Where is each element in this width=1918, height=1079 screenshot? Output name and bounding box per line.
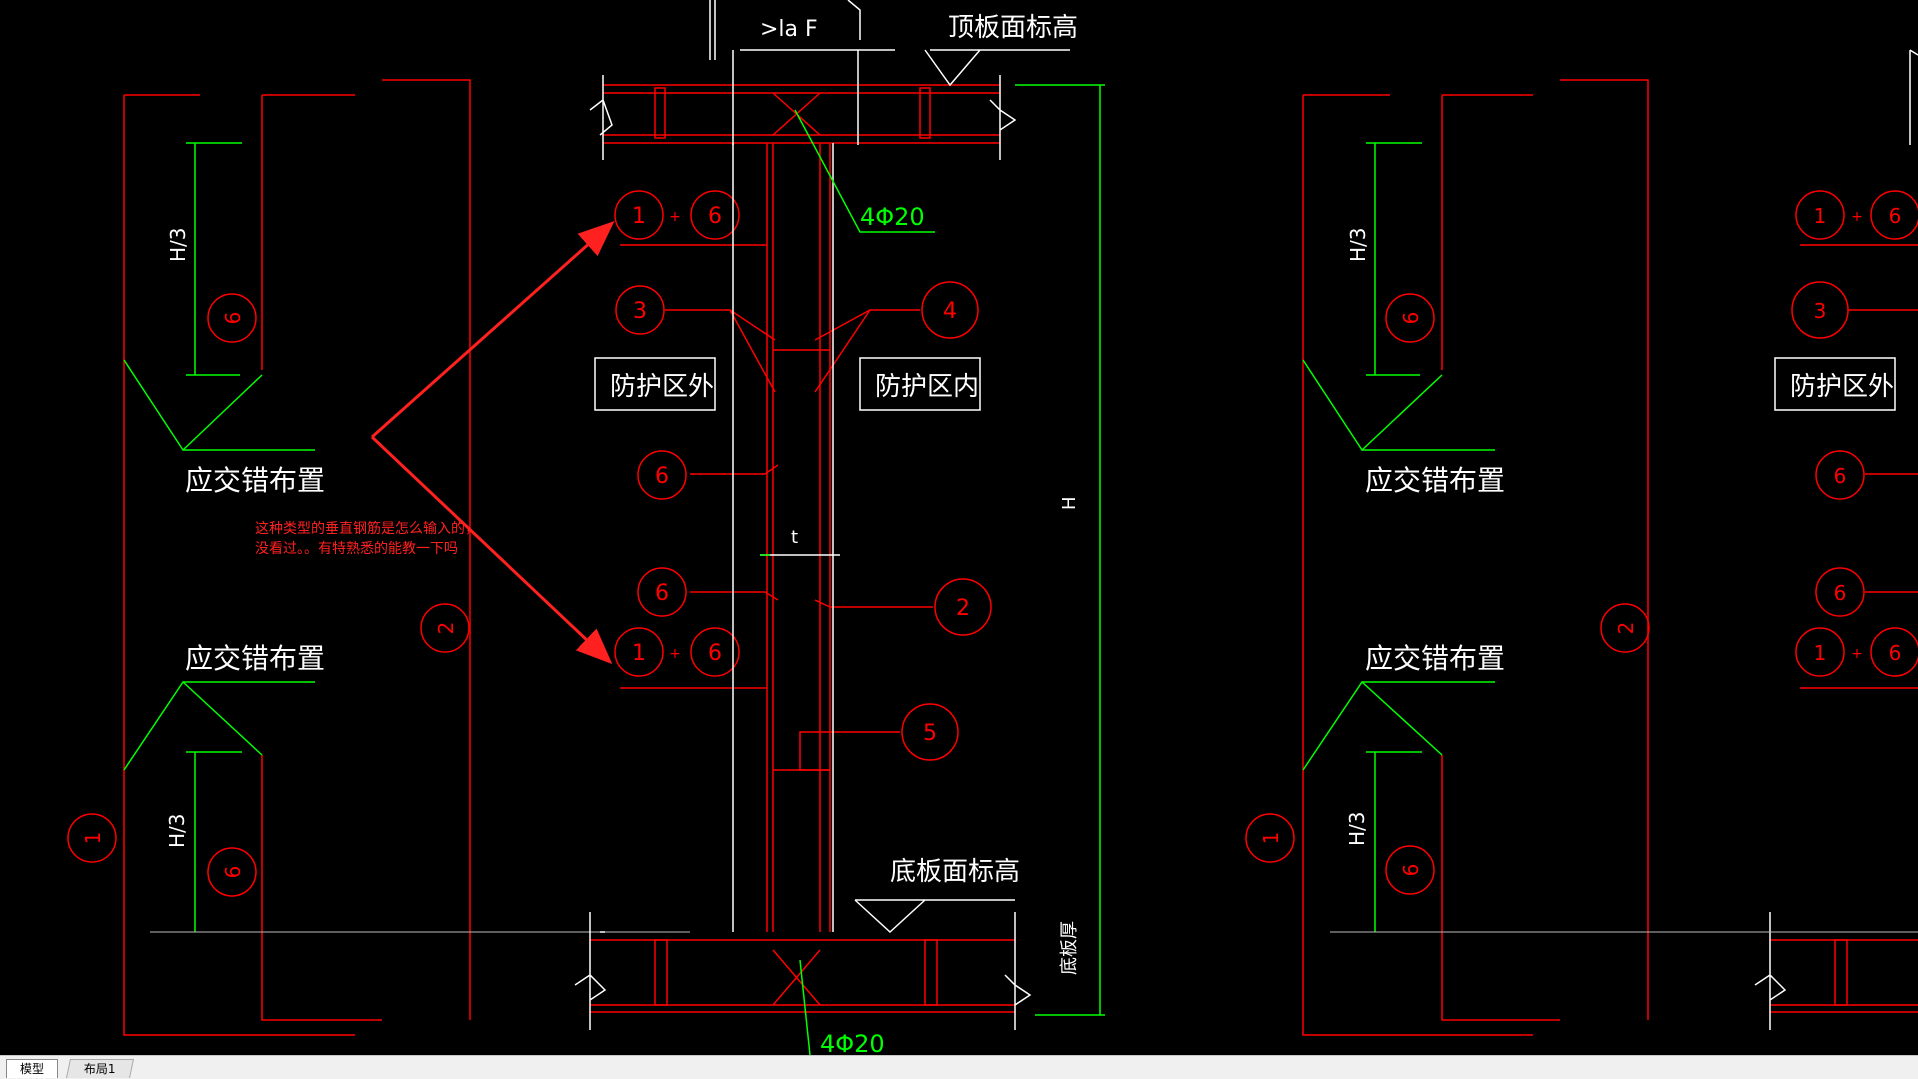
center-green-lines	[760, 84, 1105, 1055]
circle-3: 3	[633, 299, 647, 324]
outside-label: 防护区外	[610, 372, 714, 402]
right-wall-circle-6-mid: 6	[1834, 464, 1847, 488]
question-line-2: 没看过。。有特熟悉的能教一下吗	[255, 541, 458, 557]
left-section-detail	[67, 79, 471, 1036]
left-circle-6-bottom: 6	[221, 866, 245, 879]
inside-box	[859, 357, 981, 411]
left-circle-2: 2	[434, 622, 458, 635]
right-section-detail	[1245, 79, 1918, 1036]
question-annotation: 这种类型的垂直钢筋是怎么输入的， 没看过。。有特熟悉的能教一下吗	[255, 520, 479, 557]
rebar-bottom-label: 4Φ20	[820, 1030, 885, 1055]
tab-model[interactable]: 模型	[6, 1059, 58, 1078]
anchor-length-label: >la F	[760, 17, 818, 42]
center-wall-detail	[590, 84, 1015, 1013]
right-circle-1: 1	[1259, 832, 1283, 845]
right-circle-2: 2	[1614, 622, 1638, 635]
left-stagger-label-bottom: 应交错布置	[185, 642, 325, 675]
plus-bottom: +	[669, 646, 681, 662]
left-circle-6-top: 6	[221, 312, 245, 325]
right-section-green	[1302, 142, 1495, 932]
left-section-green	[123, 142, 315, 932]
right-stagger-label-bottom: 应交错布置	[1365, 642, 1505, 675]
circle-6-top: 6	[708, 204, 722, 229]
question-line-1: 这种类型的垂直钢筋是怎么输入的，	[255, 520, 479, 537]
circle-2-center: 2	[956, 596, 970, 621]
circle-6-bottom: 6	[708, 641, 722, 666]
rebar-top-label: 4Φ20	[860, 203, 925, 231]
left-circle-1: 1	[81, 832, 105, 845]
bottom-thickness-label: 底板厚	[1059, 921, 1080, 975]
left-h3-top: H/3	[166, 227, 190, 262]
right-plus-top: +	[1851, 209, 1863, 225]
right-h3-top: H/3	[1346, 227, 1370, 262]
circle-1-bottom: 1	[632, 641, 646, 666]
right-circle-6-top: 6	[1399, 312, 1423, 325]
left-stagger-label-top: 应交错布置	[185, 464, 325, 497]
right-wall-circle-6-top: 6	[1889, 204, 1902, 228]
circle-5: 5	[923, 721, 937, 746]
circle-4: 4	[943, 299, 957, 324]
outside-box	[594, 357, 716, 411]
tab-layout1[interactable]: 布局1	[65, 1059, 135, 1078]
right-stagger-label-top: 应交错布置	[1365, 464, 1505, 497]
break-lines	[574, 0, 1070, 1030]
right-wall-circle-6-low: 6	[1834, 581, 1847, 605]
right-h3-bottom: H/3	[1345, 811, 1369, 846]
bottom-slab-label: 底板面标高	[890, 857, 1020, 887]
question-arrows	[370, 221, 615, 665]
right-outside-box	[1774, 357, 1896, 411]
layout-tab-bar: 模型 布局1	[0, 1055, 1918, 1079]
right-wall-circle-1-bottom: 1	[1814, 641, 1827, 665]
right-outside-label: 防护区外	[1790, 372, 1894, 402]
right-wall-circle-3: 3	[1814, 299, 1827, 323]
height-label: H	[1059, 496, 1080, 510]
plus-top: +	[669, 209, 681, 225]
right-plus-bottom: +	[1851, 646, 1863, 662]
right-wall-circle-6-bottom: 6	[1889, 641, 1902, 665]
circle-6-mid: 6	[655, 464, 669, 489]
top-slab-label: 顶板面标高	[948, 13, 1078, 43]
cad-drawing: 6 6 2 1 H/3 H/3 应交错布置 应交错布置	[67, 0, 1918, 1055]
cad-drawing-canvas[interactable]: 6 6 2 1 H/3 H/3 应交错布置 应交错布置	[0, 0, 1918, 1055]
right-circle-6-bottom: 6	[1399, 864, 1423, 877]
thickness-label: t	[791, 527, 798, 548]
circle-6-low: 6	[655, 581, 669, 606]
right-wall-circle-1-top: 1	[1814, 204, 1827, 228]
circle-1-top: 1	[632, 204, 646, 229]
left-h3-bottom: H/3	[165, 813, 189, 848]
inside-label: 防护区内	[875, 372, 979, 402]
